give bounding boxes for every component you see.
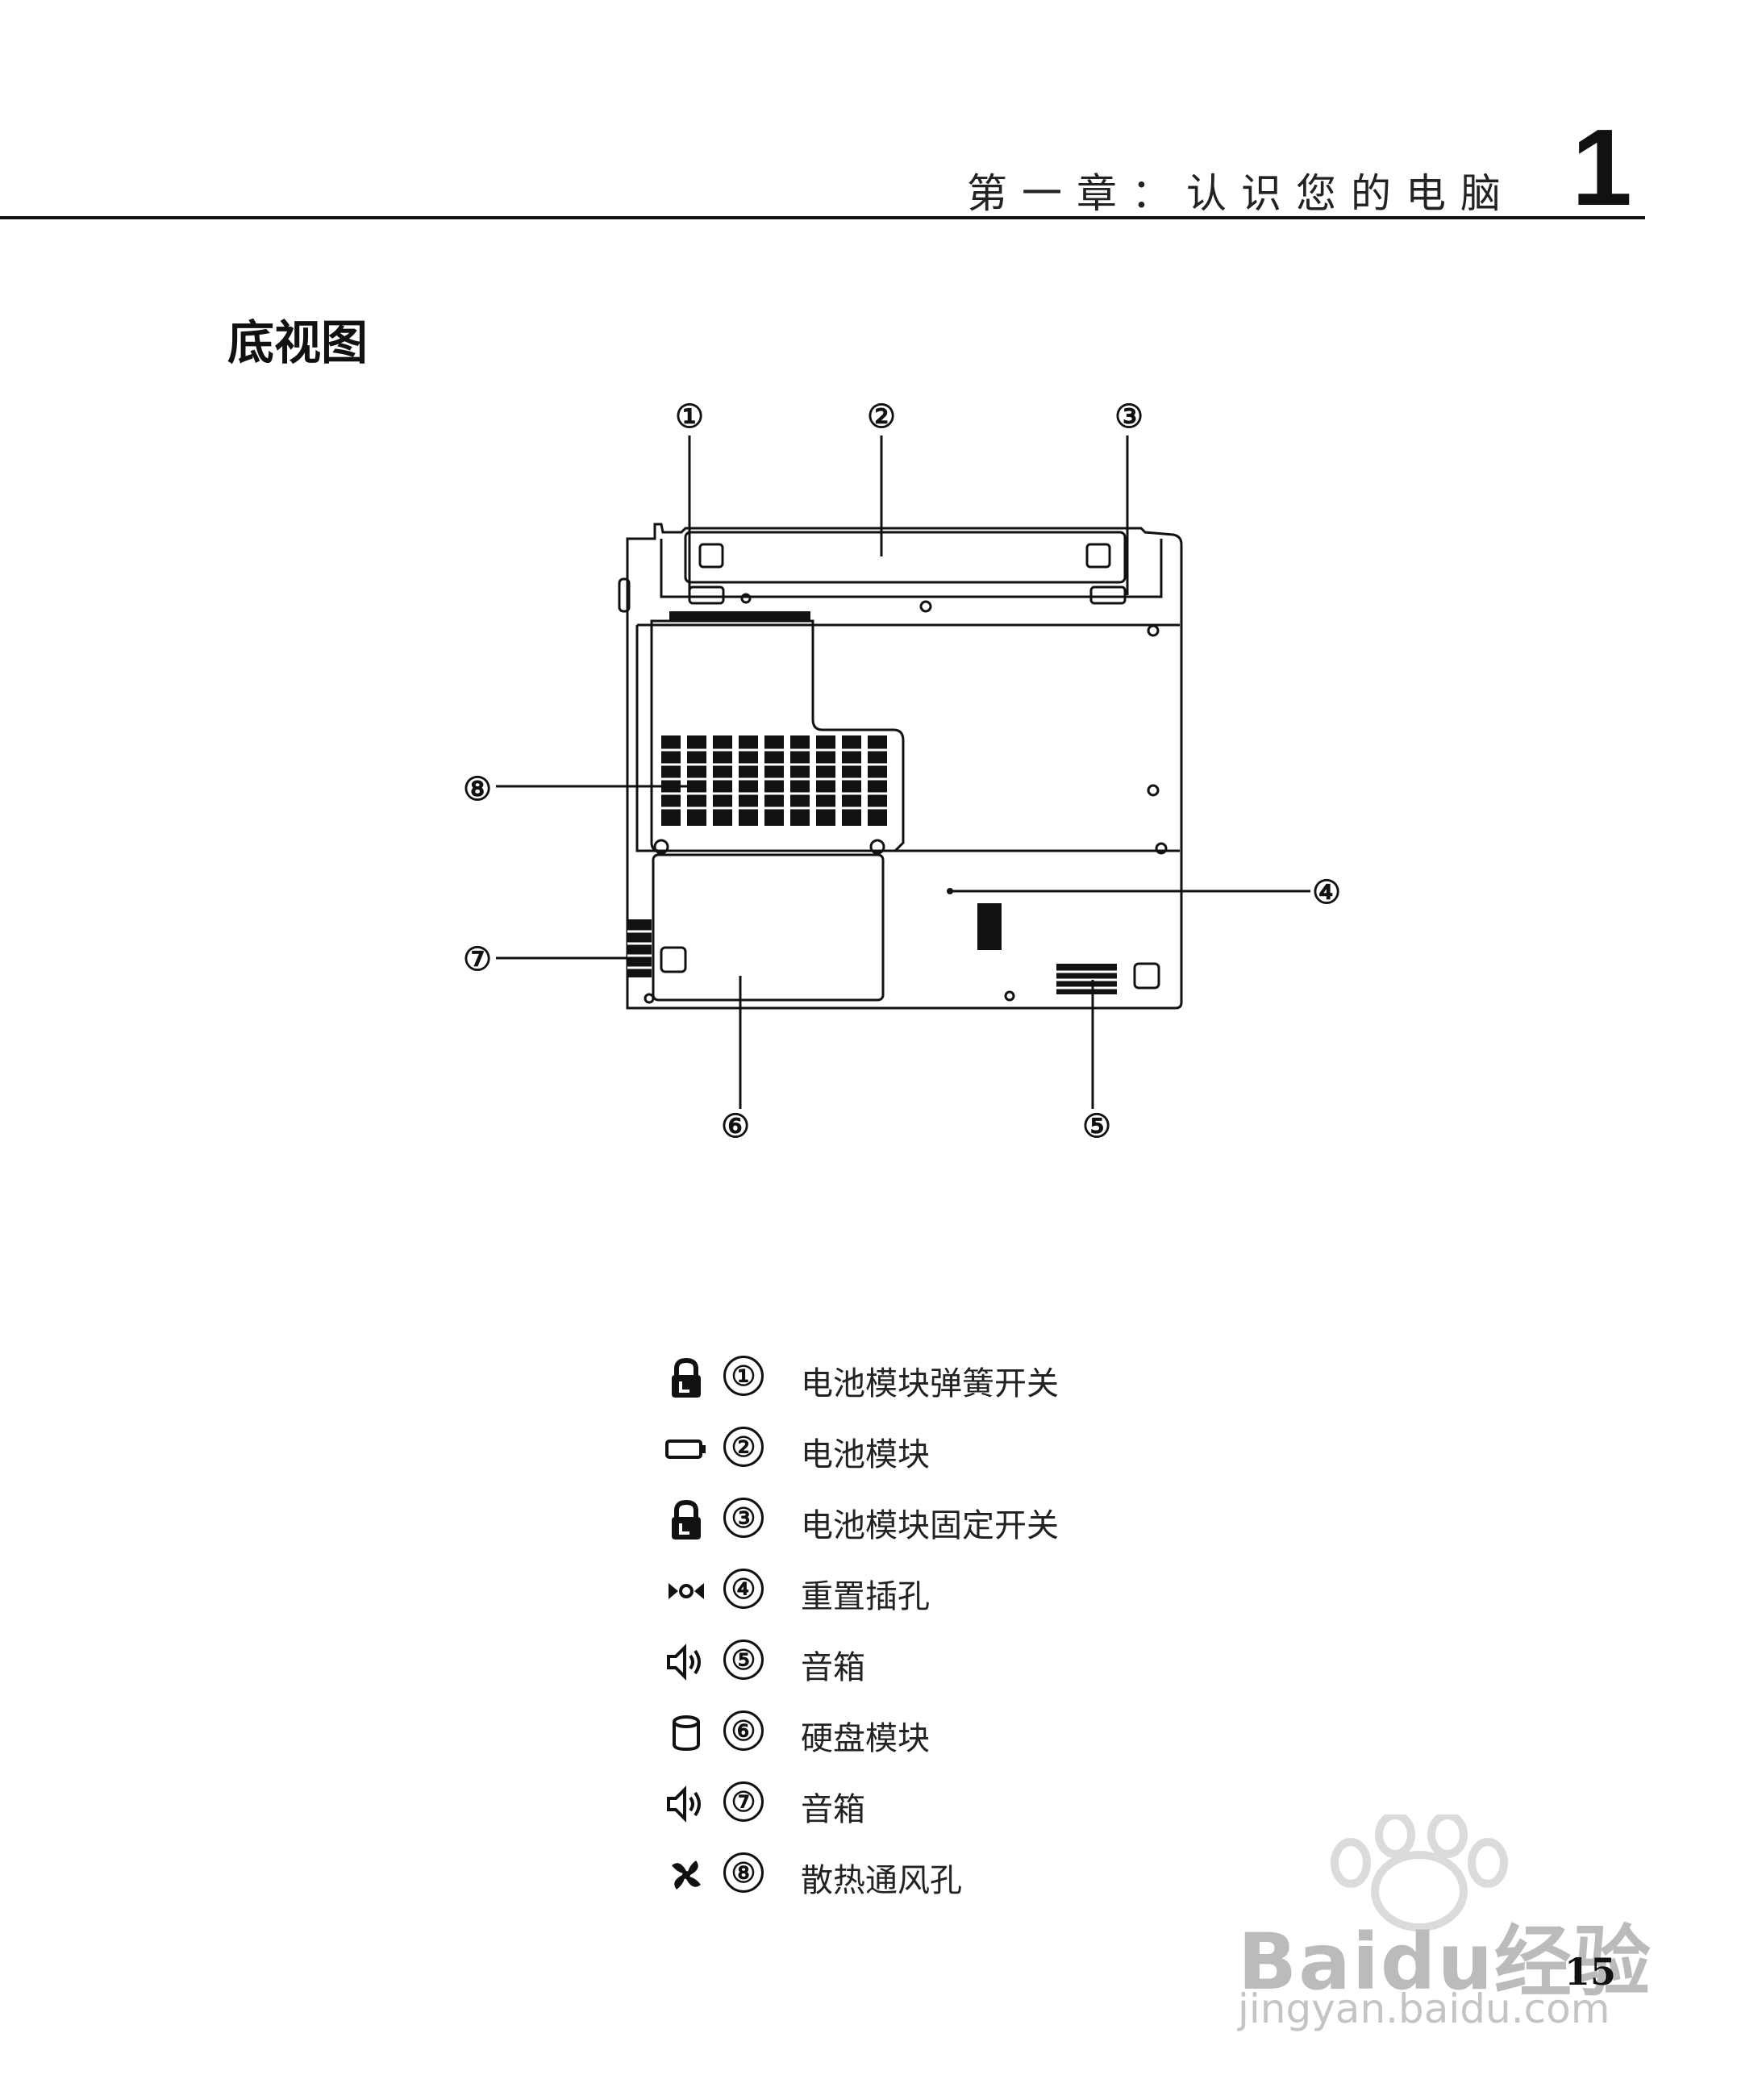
legend-item: ② 电池模块 — [665, 1422, 1391, 1486]
lock-icon — [672, 1357, 701, 1398]
callout-8: ⑧ — [463, 770, 492, 808]
legend-item: ③ 电池模块固定开关 — [665, 1493, 1391, 1557]
legend-item: ① 电池模块弹簧开关 — [665, 1351, 1391, 1415]
legend-item: ⑧ 散热通风孔 — [665, 1848, 1391, 1912]
fan-icon — [672, 1860, 701, 1890]
legend-label: 重置插孔 — [801, 1578, 930, 1615]
callout-3: ③ — [1114, 398, 1143, 435]
hard-disk-icon — [673, 1715, 700, 1752]
legend-number: ⑧ — [723, 1852, 764, 1893]
legend-label: 电池模块 — [801, 1436, 930, 1473]
callout-1: ① — [675, 398, 704, 435]
watermark-url: jingyan.baidu.com — [1238, 1985, 1610, 2032]
legend-number: ② — [723, 1427, 764, 1467]
legend-label: 音箱 — [801, 1649, 865, 1686]
baidu-paw-logo — [1331, 1815, 1508, 1931]
legend-label: 硬盘模块 — [801, 1720, 930, 1757]
section-title: 底视图 — [227, 315, 369, 370]
legend-number: ① — [723, 1356, 764, 1396]
legend-label: 电池模块弹簧开关 — [801, 1365, 1059, 1402]
legend-number: ③ — [723, 1498, 764, 1538]
lock-icon — [672, 1499, 701, 1540]
chapter-title: 第一章：认识您的电脑 — [967, 170, 1515, 217]
callout-5: ⑤ — [1082, 1107, 1111, 1145]
legend-number: ④ — [723, 1569, 764, 1609]
speaker-icon — [667, 1785, 701, 1823]
callout-4: ④ — [1312, 873, 1341, 911]
battery-icon — [665, 1440, 706, 1459]
page-number: 15 — [1564, 1950, 1616, 1994]
legend-label: 电池模块固定开关 — [801, 1507, 1059, 1544]
header-rule — [0, 216, 1645, 219]
legend-label: 散热通风孔 — [801, 1862, 962, 1899]
watermark-brand: Baidu经验 — [1238, 1917, 1652, 2007]
chapter-number: 1 — [1571, 106, 1632, 228]
legend-number: ⑦ — [723, 1781, 764, 1822]
speaker-icon — [667, 1644, 701, 1681]
legend-number: ⑥ — [723, 1710, 764, 1751]
laptop-bottom-diagram: ① ② ③ ④ ⑤ ⑥ ⑦ ⑧ — [463, 398, 1341, 1145]
legend-item: ④ 重置插孔 — [665, 1564, 1391, 1628]
reset-icon — [669, 1583, 704, 1599]
legend-item: ⑤ 音箱 — [665, 1635, 1391, 1699]
legend-number: ⑤ — [723, 1640, 764, 1680]
legend-item: ⑦ 音箱 — [665, 1777, 1391, 1841]
legend-item: ⑥ 硬盘模块 — [665, 1706, 1391, 1770]
callout-2: ② — [867, 398, 896, 435]
callout-7: ⑦ — [463, 940, 492, 978]
legend-label: 音箱 — [801, 1791, 865, 1828]
callout-6: ⑥ — [721, 1107, 750, 1145]
